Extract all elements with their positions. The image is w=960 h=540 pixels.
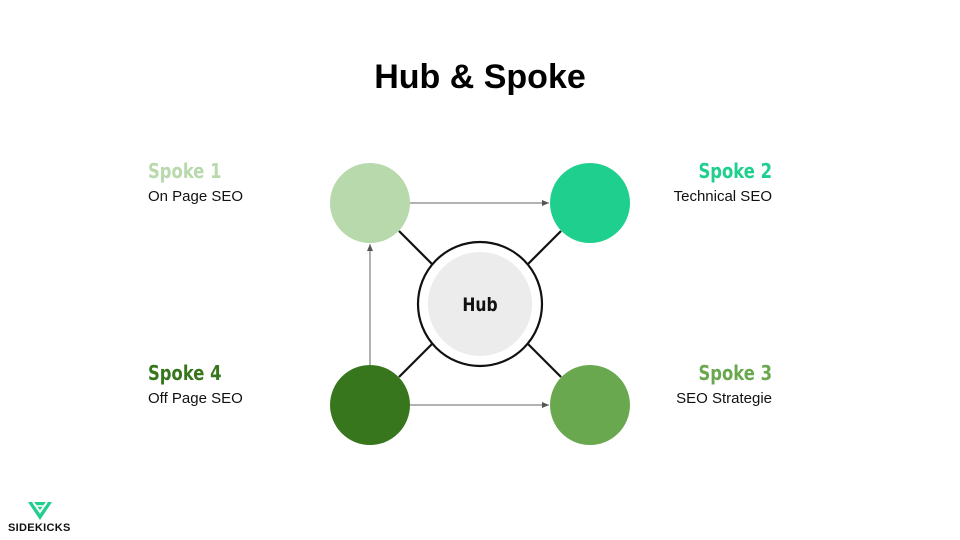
hub-label: Hub (462, 295, 497, 317)
spoke-1-node (330, 163, 410, 243)
connector-hub-spoke2 (522, 230, 562, 270)
spoke-2-label: Spoke 2 Technical SEO (572, 158, 772, 207)
connector-hub-spoke4 (398, 338, 438, 378)
spoke-2-description: Technical SEO (673, 188, 772, 205)
spoke-1-name: Spoke 1 (148, 159, 222, 183)
spoke-4-description: Off Page SEO (148, 390, 243, 407)
spoke-3-label: Spoke 3 SEO Strategie (572, 360, 772, 409)
spoke-3-description: SEO Strategie (676, 390, 772, 407)
spoke-1-description: On Page SEO (148, 188, 244, 205)
logo-wordmark: SIDEKICKS (8, 522, 71, 534)
spoke-4-node (330, 365, 410, 445)
spoke-3-node (550, 365, 630, 445)
spoke-2-name: Spoke 2 (698, 159, 772, 183)
diamond-logo-icon (28, 501, 52, 520)
sidekicks-logo: SIDEKICKS (8, 500, 78, 536)
spoke-4-name: Spoke 4 (148, 361, 222, 385)
connector-hub-spoke3 (522, 338, 562, 378)
spoke-2-node (550, 163, 630, 243)
spoke-4-label: Spoke 4 Off Page SEO (148, 360, 348, 409)
spoke-3-name: Spoke 3 (698, 361, 772, 385)
hub-node (428, 252, 532, 356)
connector-hub-spoke1 (398, 230, 438, 270)
spoke-1-label: Spoke 1 On Page SEO (148, 158, 348, 207)
page-title: Hub & Spoke (374, 58, 586, 96)
